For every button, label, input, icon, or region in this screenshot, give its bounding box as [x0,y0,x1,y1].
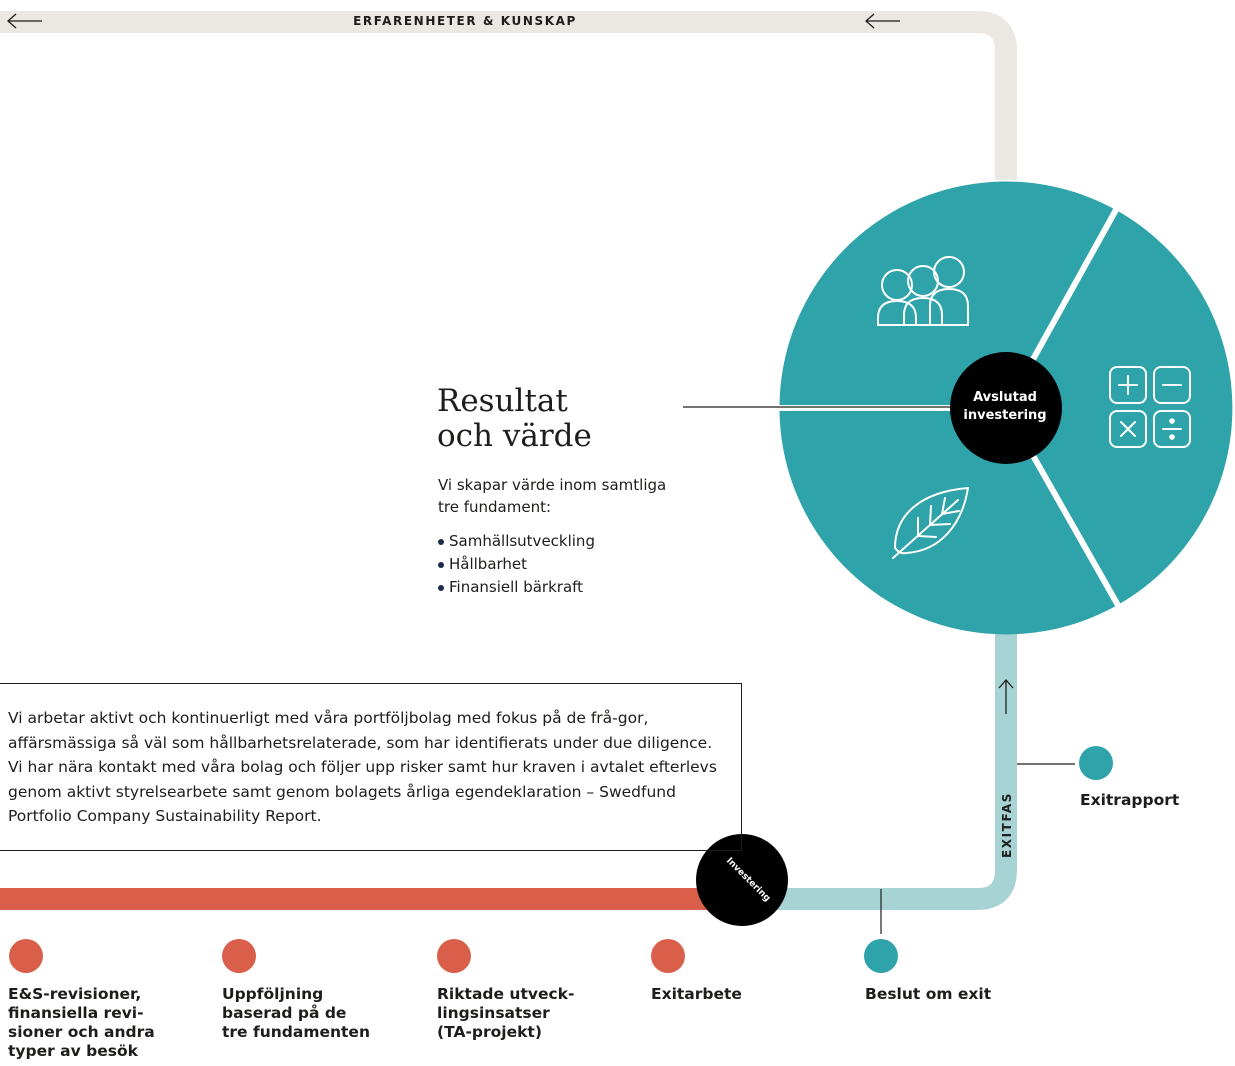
list-item: Hållbarhet [438,553,595,576]
completed-investment-label: Avslutad investering [963,390,1047,423]
completed-investment-circle [950,352,1062,464]
experience-path [0,11,1017,180]
step-dot [222,939,256,973]
arrow-left-icon [7,13,42,29]
pie-segment-people [779,181,1116,408]
description-box: Vi arbetar aktivt och kontinuerligt med … [0,683,742,851]
exit-path [740,620,1017,910]
step-label: Beslut om exit [865,985,992,1003]
result-intro: Vi skapar värde inom samtliga tre fundam… [438,476,667,516]
result-title: Resultat och värde [437,383,592,454]
calculator-icon [1109,366,1191,448]
arrow-left-icon [865,13,900,29]
step-dot [9,939,43,973]
people-icon [877,256,969,326]
exit-report-label: Exitrapport [1080,791,1180,809]
description-text: Vi arbetar aktivt och kontinuerligt med … [8,709,717,825]
fundament-list: Samhällsutveckling Hållbarhet Finansiell… [438,530,595,599]
arrow-up-icon [998,679,1014,714]
pie-segment-sustainability [779,408,1118,635]
step-label: Riktade utveck- lingsinsatser (TA-projek… [437,985,575,1041]
experience-label: ERFARENHETER & KUNSKAP [353,14,577,28]
step-dot [651,939,685,973]
step-dot [437,939,471,973]
investment-circle [696,834,788,926]
step-label: E&S-revisioner, finansiella revi- sioner… [8,985,155,1060]
list-item: Samhällsutveckling [438,530,595,553]
result-pie [778,181,1233,635]
exit-phase-label: EXITFAS [1000,791,1014,859]
step-label: Uppföljning baserad på de tre fundamente… [222,985,370,1041]
step-label: Exitarbete [651,985,742,1003]
leaf-icon [892,487,969,559]
step-dot [864,939,898,973]
list-item: Finansiell bärkraft [438,576,595,599]
exit-report-dot [1079,746,1113,780]
